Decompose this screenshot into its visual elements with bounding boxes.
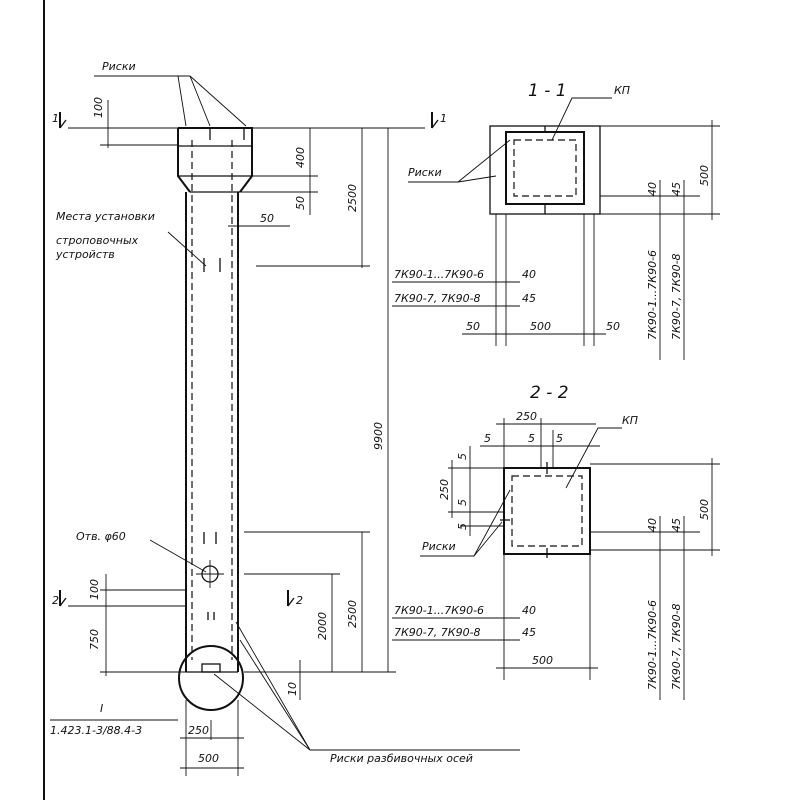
dim-9900: 9900 [372, 422, 385, 450]
column-head-left [177, 128, 191, 193]
cut2-right-arrow [287, 597, 295, 607]
dim-400: 400 [294, 147, 307, 168]
sec2-left250: 250 [438, 479, 451, 500]
sec2-row1-label: 7К90-1...7К90-6 [394, 604, 484, 617]
sec2-top5c: 5 [556, 432, 563, 445]
cut1-right-arrow [431, 119, 439, 129]
cut1-right-mark: 1 [440, 112, 447, 125]
dim-2500-bot: 2500 [346, 600, 359, 628]
sec1-vert1: 7К90-1...7К90-6 [646, 250, 659, 340]
dim-50-a: 50 [294, 196, 307, 210]
section-2-2: 2 - 2 КП Риски 25 [392, 383, 720, 700]
dim-750: 750 [88, 629, 101, 650]
dim-2500-top: 2500 [346, 184, 359, 212]
sec1-riski-leader-2 [457, 175, 497, 183]
sec2-row1-val: 40 [522, 604, 536, 617]
elevation-dimensions [50, 75, 520, 776]
sec2-top5b: 5 [528, 432, 535, 445]
dim-100-top: 100 [92, 97, 105, 118]
sec1-kp-leader [551, 97, 612, 141]
sec1-h40: 40 [646, 182, 659, 196]
column-elevation [177, 127, 253, 711]
sec2-h45: 45 [670, 518, 683, 532]
sec1-h45: 45 [670, 182, 683, 196]
sec2-left5c: 5 [456, 523, 469, 530]
sec1-h500: 500 [698, 165, 711, 186]
section-1-title: 1 - 1 [528, 81, 567, 101]
node-circle [178, 645, 244, 711]
section-2-title: 2 - 2 [530, 383, 569, 403]
sec2-h40: 40 [646, 518, 659, 532]
sec2-kp: КП [622, 414, 638, 427]
cut2-right-mark: 2 [296, 594, 303, 607]
sec1-kp: КП [614, 84, 630, 97]
node-detail [201, 663, 221, 673]
dim-2000: 2000 [316, 612, 329, 640]
sec1-rebar [513, 139, 577, 197]
cut2-left-mark: 2 [52, 594, 59, 607]
sec2-top250: 250 [516, 410, 537, 423]
cut2-left-arrow [59, 597, 67, 607]
sec2-h500: 500 [698, 499, 711, 520]
sec1-vert2: 7К90-7, 7К90-8 [670, 253, 683, 340]
sec2-top5a: 5 [484, 432, 491, 445]
leader-otv [149, 539, 207, 573]
sec2-vert1: 7К90-1...7К90-6 [646, 600, 659, 690]
sec1-w-left: 50 [466, 320, 480, 333]
label-mesta-3: устройств [55, 248, 115, 261]
cut1-left-mark: 1 [52, 112, 59, 125]
leader-axes-2 [213, 673, 311, 751]
sec2-row2-val: 45 [522, 626, 536, 639]
sec2-left5a: 5 [456, 453, 469, 460]
leader-riski-top-3 [177, 75, 187, 127]
sec2-left5b: 5 [456, 499, 469, 506]
label-node: I [100, 702, 103, 715]
label-node-ref: 1.423.1-3/88.4-3 [50, 724, 142, 737]
sec1-w-mid: 500 [530, 320, 551, 333]
sec1-core [505, 131, 585, 205]
sec1-riski: Риски [408, 166, 442, 179]
section-1-1: 1 - 1 КП Риски 7К90-1...7К90-6 40 7К90-7… [392, 81, 720, 360]
cut1-left-arrow [59, 119, 67, 129]
column-head-right [178, 127, 253, 193]
sec2-outline [503, 467, 591, 555]
label-mesta-2: строповочных [56, 234, 139, 247]
label-riski-top: Риски [102, 60, 136, 73]
sec2-row2-label: 7К90-7, 7К90-8 [394, 626, 481, 639]
label-otv: Отв. φ60 [76, 530, 126, 543]
leader-mesta [167, 231, 207, 267]
sec1-row2-label: 7К90-7, 7К90-8 [394, 292, 481, 305]
elevation-text: Риски Места установки строповочных устро… [50, 60, 473, 765]
sec2-riski-leader-2 [473, 521, 503, 557]
dim-250-bot: 250 [188, 724, 209, 737]
dim-500-bot: 500 [198, 752, 219, 765]
leader-axes-1 [235, 621, 311, 751]
sec1-row1-label: 7К90-1...7К90-6 [394, 268, 484, 281]
leader-axes-3 [239, 639, 311, 751]
sec2-w500: 500 [532, 654, 553, 667]
sec2-riski: Риски [422, 540, 456, 553]
sec2-vert2: 7К90-7, 7К90-8 [670, 603, 683, 690]
sec1-w-right: 50 [606, 320, 620, 333]
sec1-row2-val: 45 [522, 292, 536, 305]
sec2-rebar [511, 475, 583, 547]
label-riski-axes: Риски разбивочных осей [330, 752, 473, 765]
dim-50-b: 50 [260, 212, 274, 225]
sec2-kp-leader [565, 427, 622, 489]
label-mesta-1: Места установки [56, 210, 155, 223]
dim-100-bot: 100 [88, 579, 101, 600]
dim-10: 10 [286, 682, 299, 696]
sec1-row1-val: 40 [522, 268, 536, 281]
leader-riski-top-2 [189, 75, 247, 127]
leader-riski-top-1 [94, 75, 211, 127]
